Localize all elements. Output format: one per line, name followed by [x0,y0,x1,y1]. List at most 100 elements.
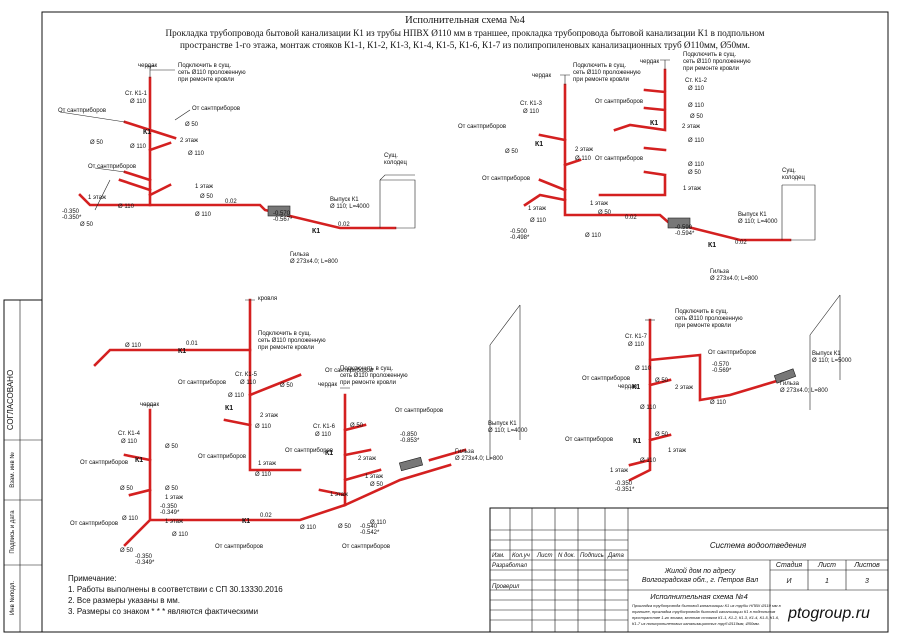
svg-text:К1: К1 [242,518,250,525]
svg-text:Ø 110: Ø 110 [188,151,205,157]
svg-text:К1: К1 [632,384,640,391]
svg-text:-0.350*: -0.350* [62,215,82,221]
riser-k1-4-label: Ст. К1-4 [118,431,141,437]
svg-text:От сантприборов: От сантприборов [595,156,643,162]
svg-text:Ø 50: Ø 50 [505,149,519,155]
svg-text:-0.853*: -0.853* [400,438,420,444]
scheme-k1-7: Подключить в сущ. сеть Ø110 проложенную … [565,294,852,493]
attic-label: чердак [138,63,158,69]
svg-text:Подключить в сущ.: Подключить в сущ. [675,309,728,315]
svg-text:1. Работы выполнены в соответс: 1. Работы выполнены в соответствии с СП … [68,585,283,594]
system-name: Система водоотведения [710,541,807,550]
svg-text:1 этаж: 1 этаж [528,206,546,212]
svg-text:0.02: 0.02 [735,240,747,246]
svg-text:1 этаж: 1 этаж [590,201,608,207]
svg-text:N док.: N док. [558,553,575,559]
svg-text:Подключить в сущ.: Подключить в сущ. [258,331,311,337]
svg-text:чердак: чердак [618,384,638,390]
svg-text:Подключить в сущ.: Подключить в сущ. [683,52,736,58]
svg-text:Листов: Листов [853,562,880,569]
svg-text:От сантприборов: От сантприборов [565,437,613,443]
svg-text:К1: К1 [650,120,658,127]
riser-k1-3-label: Ст. К1-3 [520,101,543,107]
svg-text:К1: К1 [325,450,333,457]
svg-text:Гильза: Гильза [290,252,310,258]
svg-text:сеть Ø110 проложенную: сеть Ø110 проложенную [675,316,743,322]
riser-k1-1-label: Ст. К1-1 [125,91,148,97]
riser-k1-6-label: Ст. К1-6 [313,424,336,430]
svg-text:Ø 50: Ø 50 [165,444,179,450]
svg-text:Ø 110: Ø 110 [370,520,387,526]
svg-text:Ø 110: Ø 110 [130,144,147,150]
svg-text:2 этаж: 2 этаж [358,456,376,462]
svg-text:От сантприборов: От сантприборов [192,106,240,112]
svg-text:чердак: чердак [532,73,552,79]
svg-text:сеть Ø110 проложенную: сеть Ø110 проложенную [340,373,408,379]
svg-text:Ø 110: Ø 110 [688,86,705,92]
svg-text:Ø 273х4.0; L=800: Ø 273х4.0; L=800 [290,259,339,265]
svg-text:-0.590: -0.590 [675,225,693,231]
svg-text:Ø 110: Ø 110 [255,424,272,430]
riser-k1-2-label: Ст. К1-2 [685,78,708,84]
svg-text:Ø 110: Ø 110 [585,233,602,239]
notes-heading: Примечание: [68,574,117,583]
svg-text:Ø 50: Ø 50 [280,383,294,389]
svg-text:2 этаж: 2 этаж [180,138,198,144]
svg-text:1 этаж: 1 этаж [365,474,383,480]
svg-text:-0.349*: -0.349* [160,510,180,516]
svg-text:-0.351*: -0.351* [615,487,635,493]
brand-watermark: ptogroup.ru [787,605,870,622]
svg-text:От сантприборов: От сантприборов [482,176,530,182]
svg-text:Лист: Лист [817,562,836,569]
svg-text:Подключить в сущ.: Подключить в сущ. [340,366,393,372]
svg-text:Гильза: Гильза [455,449,475,455]
svg-text:Ø 110: Ø 110 [255,472,272,478]
svg-text:Подпись: Подпись [580,553,604,559]
svg-text:Сущ.: Сущ. [782,168,796,174]
svg-text:-0.350: -0.350 [615,481,633,487]
svg-text:Гильза: Гильза [710,269,730,275]
sheets-value: 3 [865,578,869,585]
svg-text:Ø 110: Ø 110 [315,432,332,438]
svg-text:Исполнительная схема №4: Исполнительная схема №4 [650,592,748,601]
side-sign-date: Подпись и дата [10,510,16,554]
svg-text:1 этаж: 1 этаж [165,519,183,525]
svg-text:Ø 110: Ø 110 [125,343,142,349]
svg-text:Ø 50: Ø 50 [165,486,179,492]
svg-text:Ø 110: Ø 110 [688,138,705,144]
svg-text:Ø 110; L=4000: Ø 110; L=4000 [738,219,778,225]
svg-text:Ø 50: Ø 50 [185,122,199,128]
svg-text:Проверил: Проверил [492,584,520,590]
svg-text:Ø 110: Ø 110 [122,516,139,522]
svg-text:Ø 110: Ø 110 [635,366,652,372]
svg-text:-0.850: -0.850 [400,432,418,438]
svg-text:-0.500: -0.500 [510,229,528,235]
svg-text:Ø 110: Ø 110 [118,204,135,210]
svg-text:Ø 110: Ø 110 [130,99,147,105]
svg-text:От сантприборов: От сантприборов [458,124,506,130]
svg-text:Ø 110: Ø 110 [530,218,547,224]
svg-text:2 этаж: 2 этаж [682,124,700,130]
svg-text:Ø 50: Ø 50 [655,432,669,438]
svg-text:1 этаж: 1 этаж [195,184,213,190]
svg-text:Ø 110: Ø 110 [228,393,245,399]
svg-text:От сантприборов: От сантприборов [342,544,390,550]
svg-text:Ø 110: Ø 110 [640,405,657,411]
svg-text:Ø 50: Ø 50 [80,222,94,228]
svg-text:От сантприборов: От сантприборов [215,544,263,550]
svg-text:Ø 273х4.0; L=800: Ø 273х4.0; L=800 [780,388,829,394]
svg-text:Кол.уч: Кол.уч [512,553,530,559]
svg-text:К1: К1 [312,228,320,235]
svg-text:К1: К1 [178,348,186,355]
svg-text:Ø 110: Ø 110 [195,212,212,218]
svg-text:колодец: колодец [782,175,806,181]
svg-text:К1: К1 [633,438,641,445]
svg-text:Ø 50: Ø 50 [90,140,104,146]
svg-text:чердак: чердак [318,382,338,388]
svg-text:3. Размеры со знаком * * * явл: 3. Размеры со знаком * * * являются факт… [68,607,258,616]
svg-text:От сантприборов: От сантприборов [178,380,226,386]
page-subtitle-2: пространстве 1-го этажа, монтаж стояков … [180,40,750,50]
sheet-value: 1 [825,578,829,585]
svg-text:Ø 50: Ø 50 [350,423,364,429]
